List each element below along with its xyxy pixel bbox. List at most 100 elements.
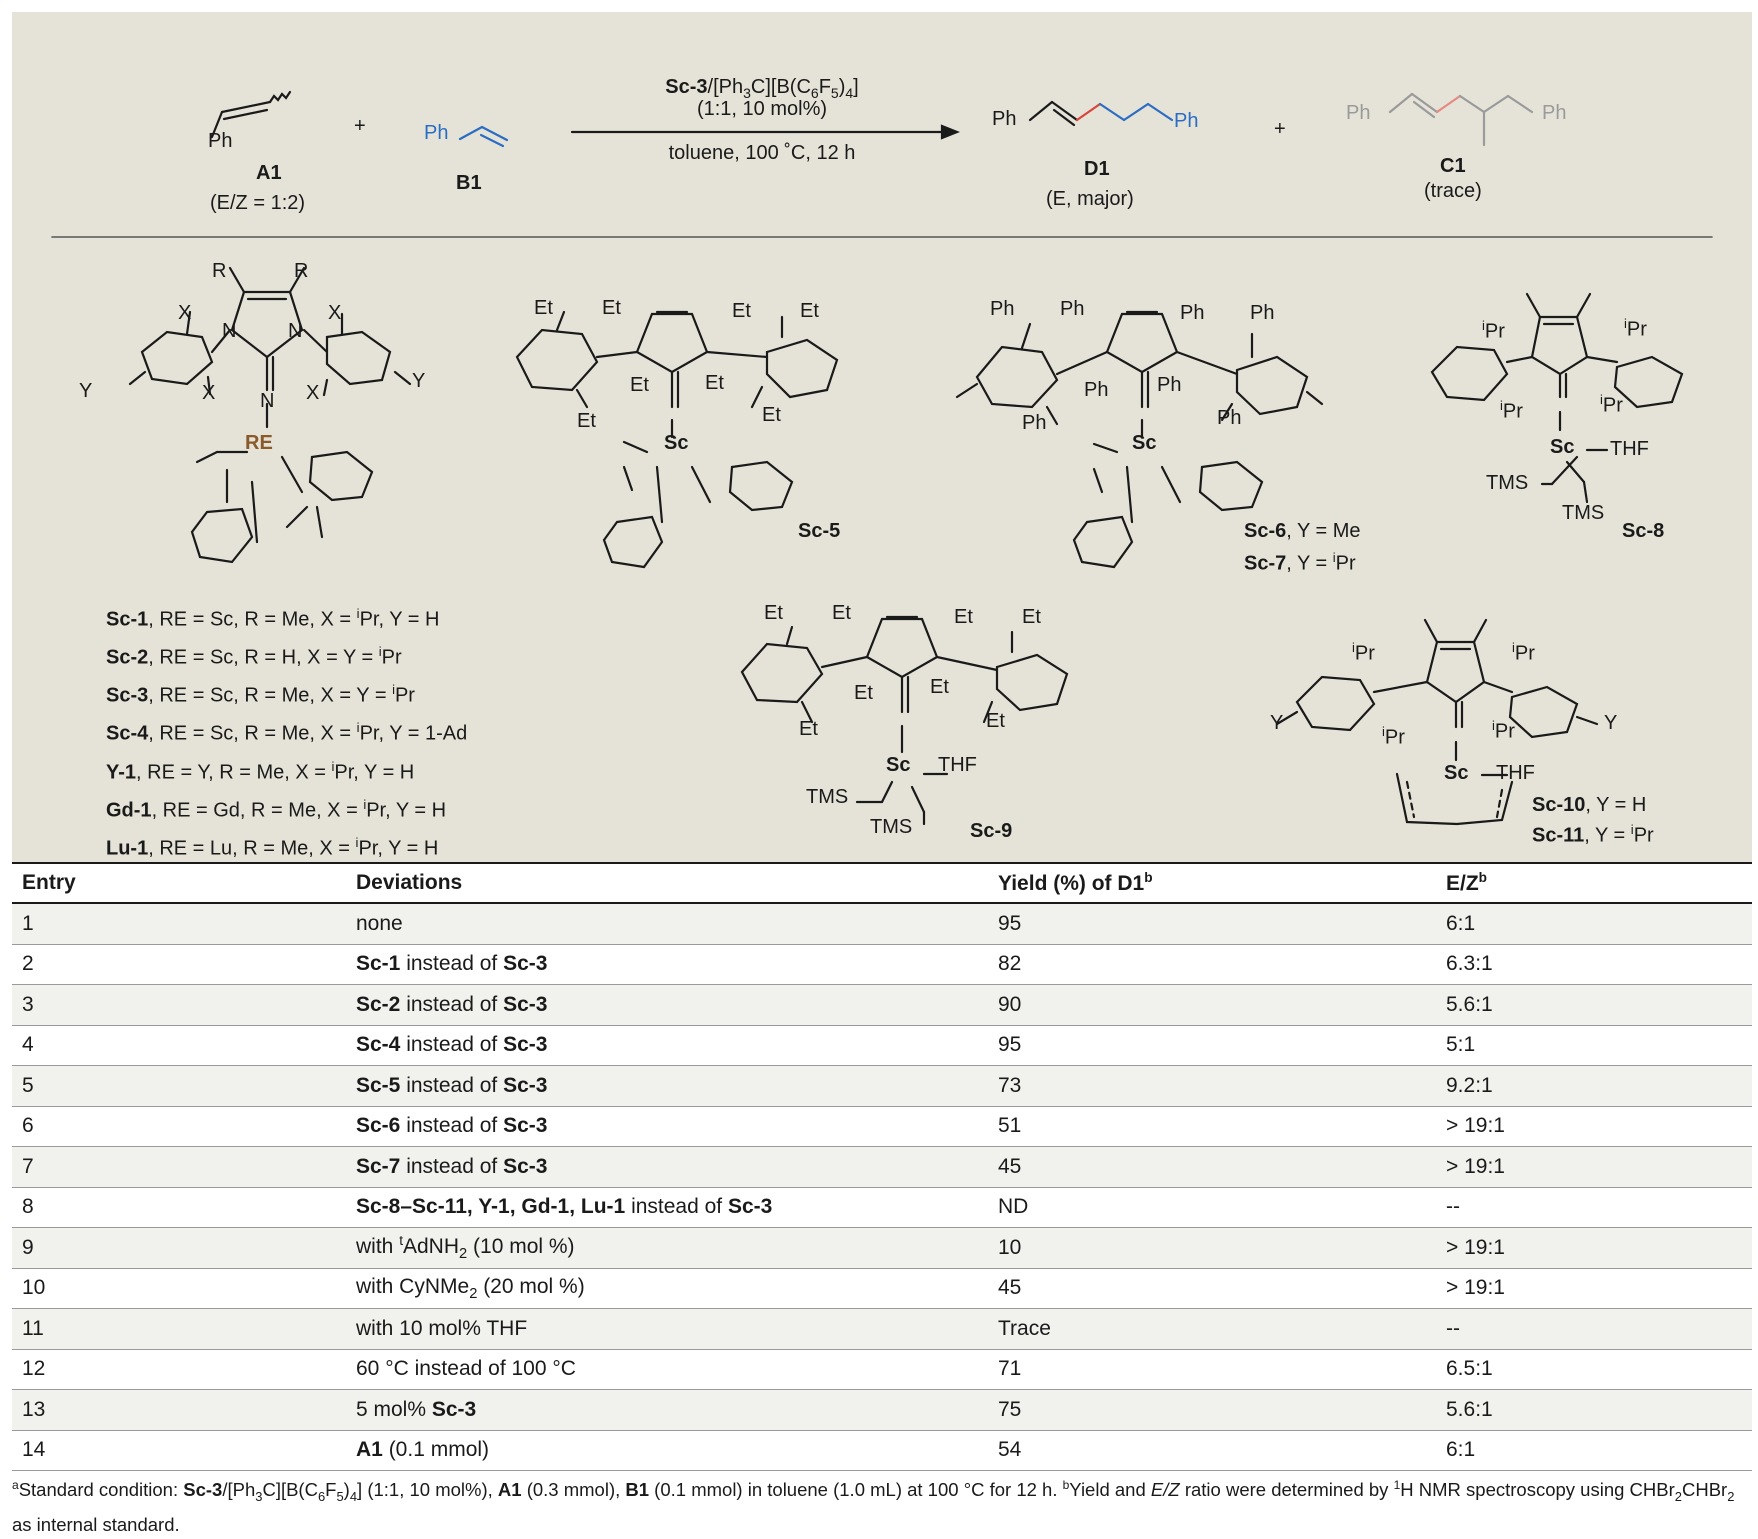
sc5-et-8: Et [762,404,781,426]
yield-cell: 71 [988,1349,1436,1390]
sc5-et-2: Et [602,297,621,319]
generic-re-complex [128,266,412,564]
yield-cell: 95 [988,903,1436,945]
sc5-label: Sc-5 [798,520,841,542]
a1-ez-note: (E/Z = 1:2) [210,192,306,214]
header-entry: Entry [12,862,346,904]
plus-1: + [354,115,366,137]
conditions-label: toluene, 100 ˚C, 12 h [668,142,856,164]
sc1011-ipr-3: iPr [1382,724,1405,749]
deviation-cell: Sc-6 instead of Sc-3 [346,1106,988,1147]
entry-cell: 4 [12,1025,346,1066]
deviation-cell: with CyNMe2 (20 mol %) [346,1268,988,1309]
entry-cell: 3 [12,984,346,1026]
ez-cell: 6.5:1 [1436,1349,1752,1390]
ez-cell: -- [1436,1308,1752,1350]
sc67-ph-6: Ph [1022,412,1047,434]
sc1011-ipr-1: iPr [1352,640,1375,665]
c1-note: (trace) [1424,180,1482,202]
gen-metal: RE [245,432,273,454]
sc67-ph-8: Ph [1217,407,1242,429]
sc1011-ipr-4: iPr [1492,718,1515,743]
deviation-cell: with 10 mol% THF [346,1308,988,1350]
catalyst-line-2: (1:1, 10 mol%) [696,98,828,120]
deviation-cell: Sc-7 instead of Sc-3 [346,1146,988,1188]
a1-ph-label: Ph [208,130,233,152]
sc5-et-4: Et [800,300,819,322]
sc8-metal: Sc [1550,436,1575,458]
compound-b1-bonds [458,125,509,148]
gen-n-2: N [288,320,303,342]
yield-cell: 10 [988,1227,1436,1269]
sc5-metal: Sc [664,432,689,454]
sc8-tms-1: TMS [1486,472,1529,494]
sc67-metal: Sc [1132,432,1157,454]
gen-r-left: R [212,260,227,282]
entry-cell: 13 [12,1389,346,1431]
legend-item: Gd-1, RE = Gd, R = Me, X = iPr, Y = H [106,796,447,822]
entry-cell: 6 [12,1106,346,1147]
legend-item: Sc-3, RE = Sc, R = Me, X = Y = iPr [106,682,415,707]
d1-ph-right: Ph [1174,110,1199,132]
ez-cell: 6.3:1 [1436,944,1752,985]
entry-cell: 2 [12,944,346,985]
header-yield: Yield (%) of D1b [988,862,1436,904]
sc9-et-4: Et [1022,606,1041,628]
entry-cell: 8 [12,1187,346,1228]
sc9-et-2: Et [832,602,851,624]
reaction-scheme-panel: Ph A1 (E/Z = 1:2) + Ph B1 Sc-3/[Ph3C][B(… [12,12,1752,862]
sc9-et-5: Et [854,682,873,704]
sc9-et-8: Et [986,710,1005,732]
complex-legend: Sc-1, RE = Sc, R = Me, X = iPr, Y = H Sc-… [106,598,467,865]
c1-ph-right: Ph [1542,102,1567,124]
d1-label: D1 [1084,158,1110,180]
yield-cell: 82 [988,944,1436,985]
header-deviations: Deviations [346,862,988,904]
table-header-row: Entry Deviations Yield (%) of D1b E/Zb [12,862,1752,904]
deviation-cell: A1 (0.1 mmol) [346,1430,988,1471]
gen-y-1: Y [79,380,93,402]
sc1011-thf: THF [1496,762,1535,784]
sc9-thf: THF [938,754,977,776]
deviation-cell: Sc-4 instead of Sc-3 [346,1025,988,1066]
sc67-ph-3: Ph [1180,302,1205,324]
gen-n-3: N [260,390,275,412]
yield-cell: 54 [988,1430,1436,1471]
ez-cell: 5.6:1 [1436,984,1752,1026]
sc7-label: Sc-7, Y = iPr [1244,550,1356,575]
sc9-label: Sc-9 [970,820,1013,842]
yield-cell: 51 [988,1106,1436,1147]
yield-cell: 73 [988,1065,1436,1107]
sc5-et-5: Et [630,374,649,396]
yield-cell: 95 [988,1025,1436,1066]
yield-cell: 45 [988,1146,1436,1188]
c1-label: C1 [1440,155,1466,177]
plus-2: + [1274,118,1286,140]
entry-cell: 5 [12,1065,346,1107]
header-ez: E/Zb [1436,862,1752,904]
ez-cell: 5:1 [1436,1025,1752,1066]
sc1011-y-1: Y [1270,712,1284,734]
deviation-cell: Sc-2 instead of Sc-3 [346,984,988,1026]
gen-x-3: X [202,382,216,404]
ez-cell: > 19:1 [1436,1106,1752,1147]
sc8-ipr-2: iPr [1624,316,1647,341]
sc9-metal: Sc [886,754,911,776]
sc67-ph-7: Ph [1157,374,1182,396]
legend-item: Sc-1, RE = Sc, R = Me, X = iPr, Y = H [106,606,440,631]
sc5-structure [515,310,839,569]
ez-cell: 6:1 [1436,903,1752,945]
entry-cell: 12 [12,1349,346,1390]
deviation-cell: Sc-5 instead of Sc-3 [346,1065,988,1107]
sc5-et-3: Et [732,300,751,322]
sc10-label: Sc-10, Y = H [1532,794,1647,816]
gen-x-1: X [178,302,192,324]
ez-cell: > 19:1 [1436,1268,1752,1309]
